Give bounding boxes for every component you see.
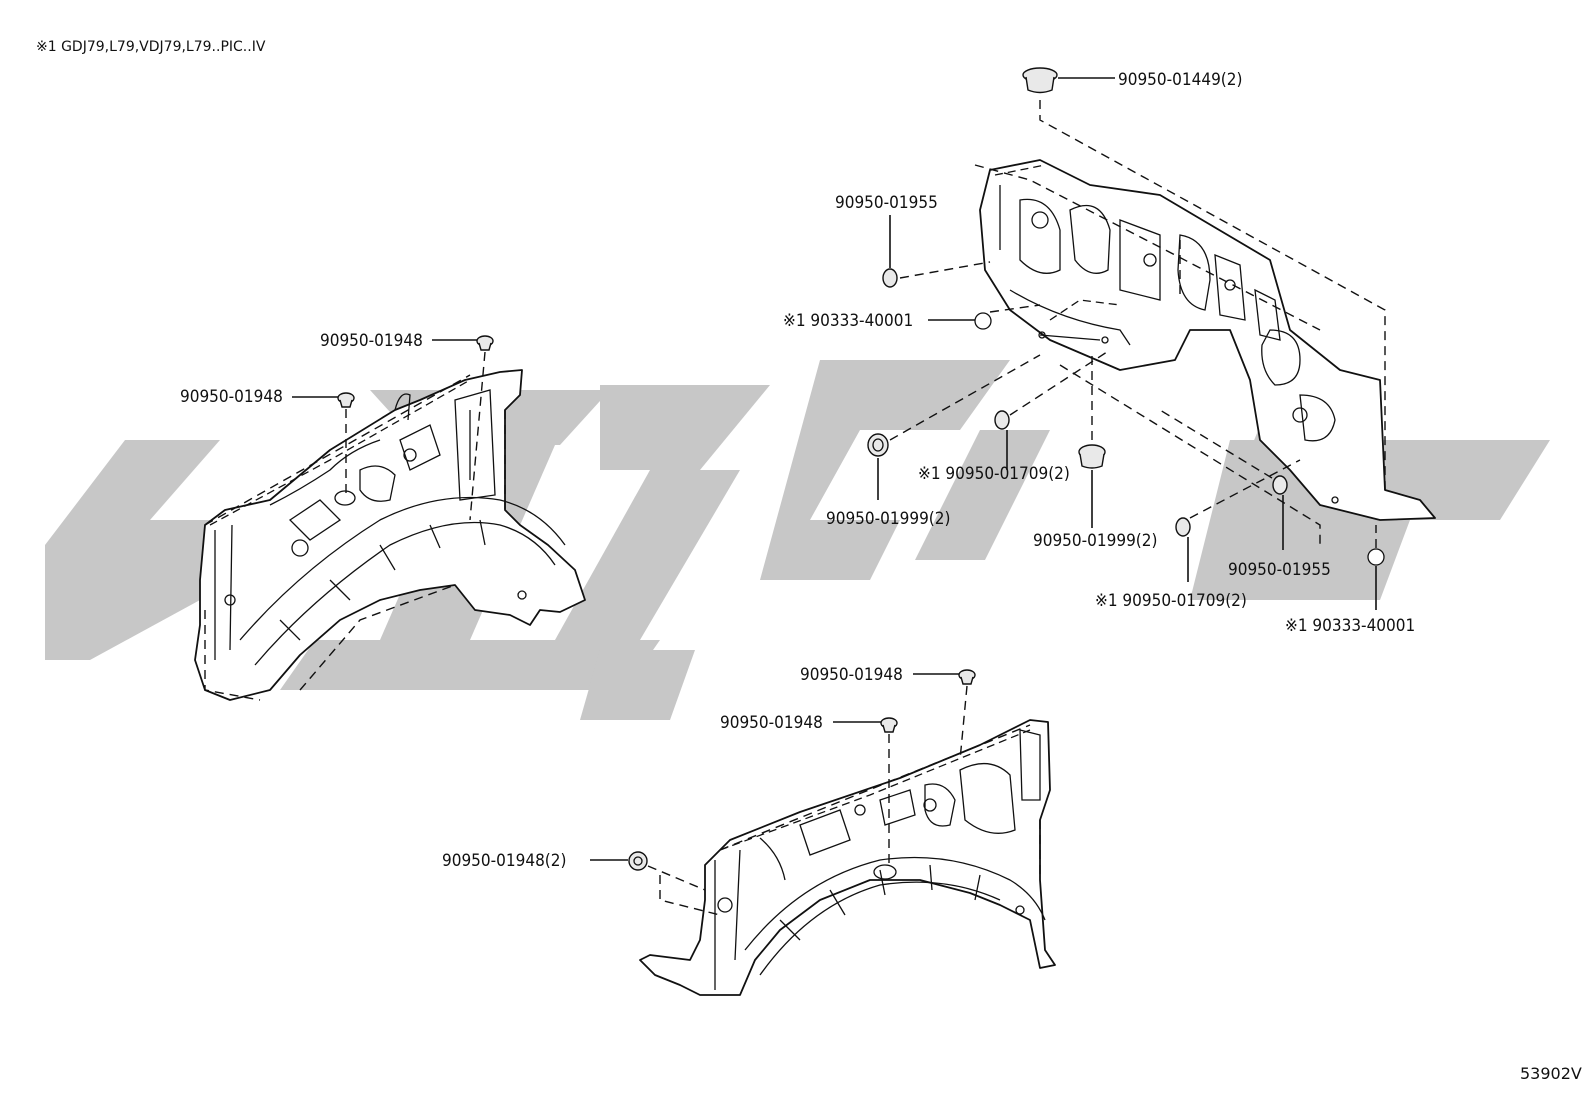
callout-clip-1709-mid: ※1 90950-01709(2) (918, 464, 1070, 484)
callout-top-grommet: 90950-01449(2) (1118, 70, 1242, 90)
callout-clip-1709-lower: ※1 90950-01709(2) (1095, 591, 1247, 611)
callout-plug-upper: ※1 90333-40001 (783, 311, 913, 331)
callout-bottom-clip-a: 90950-01948 (800, 665, 903, 685)
grommet-1999-mid-part (1078, 444, 1106, 469)
callout-grommet-1999-mid: 90950-01999(2) (1033, 531, 1157, 551)
figure-code: 53902V (1520, 1064, 1582, 1083)
callout-clip-upper-left: 90950-01955 (835, 193, 938, 213)
top-grommet-part (1022, 67, 1058, 94)
grommet-1999-left-part (867, 433, 889, 457)
callout-bottom-clip-c: 90950-01948(2) (442, 851, 566, 871)
callout-left-clip-b: 90950-01948 (180, 387, 283, 407)
dash-panel-drawing (979, 159, 1436, 521)
bottom-clip-c-part (628, 851, 648, 871)
left-clip-a-part (476, 335, 494, 351)
callout-clip-1955-right: 90950-01955 (1228, 560, 1331, 580)
bottom-clip-a-part (958, 669, 976, 685)
callout-grommet-1999-left: 90950-01999(2) (826, 509, 950, 529)
left-clip-b-part (337, 392, 355, 408)
clip-upper-left-part (882, 268, 898, 288)
callout-bottom-clip-b: 90950-01948 (720, 713, 823, 733)
plug-upper-part (974, 312, 992, 330)
clip-1709-mid-part (994, 410, 1010, 430)
bottom-apron-phantom (659, 724, 1041, 916)
bottom-clip-b-part (880, 717, 898, 733)
bottom-apron-drawing (639, 719, 1056, 996)
left-apron-drawing (194, 369, 586, 701)
clip-1709-lower-part (1175, 517, 1191, 537)
applicability-note: ※1 GDJ79,L79,VDJ79,L79..PIC..IV (36, 39, 266, 55)
clip-1955-right-part (1272, 475, 1288, 495)
callout-left-clip-a: 90950-01948 (320, 331, 423, 351)
callout-plug-lower: ※1 90333-40001 (1285, 616, 1415, 636)
plug-lower-part (1367, 548, 1385, 566)
dash-panel-phantom (974, 100, 1386, 545)
left-apron-phantom (204, 374, 506, 701)
